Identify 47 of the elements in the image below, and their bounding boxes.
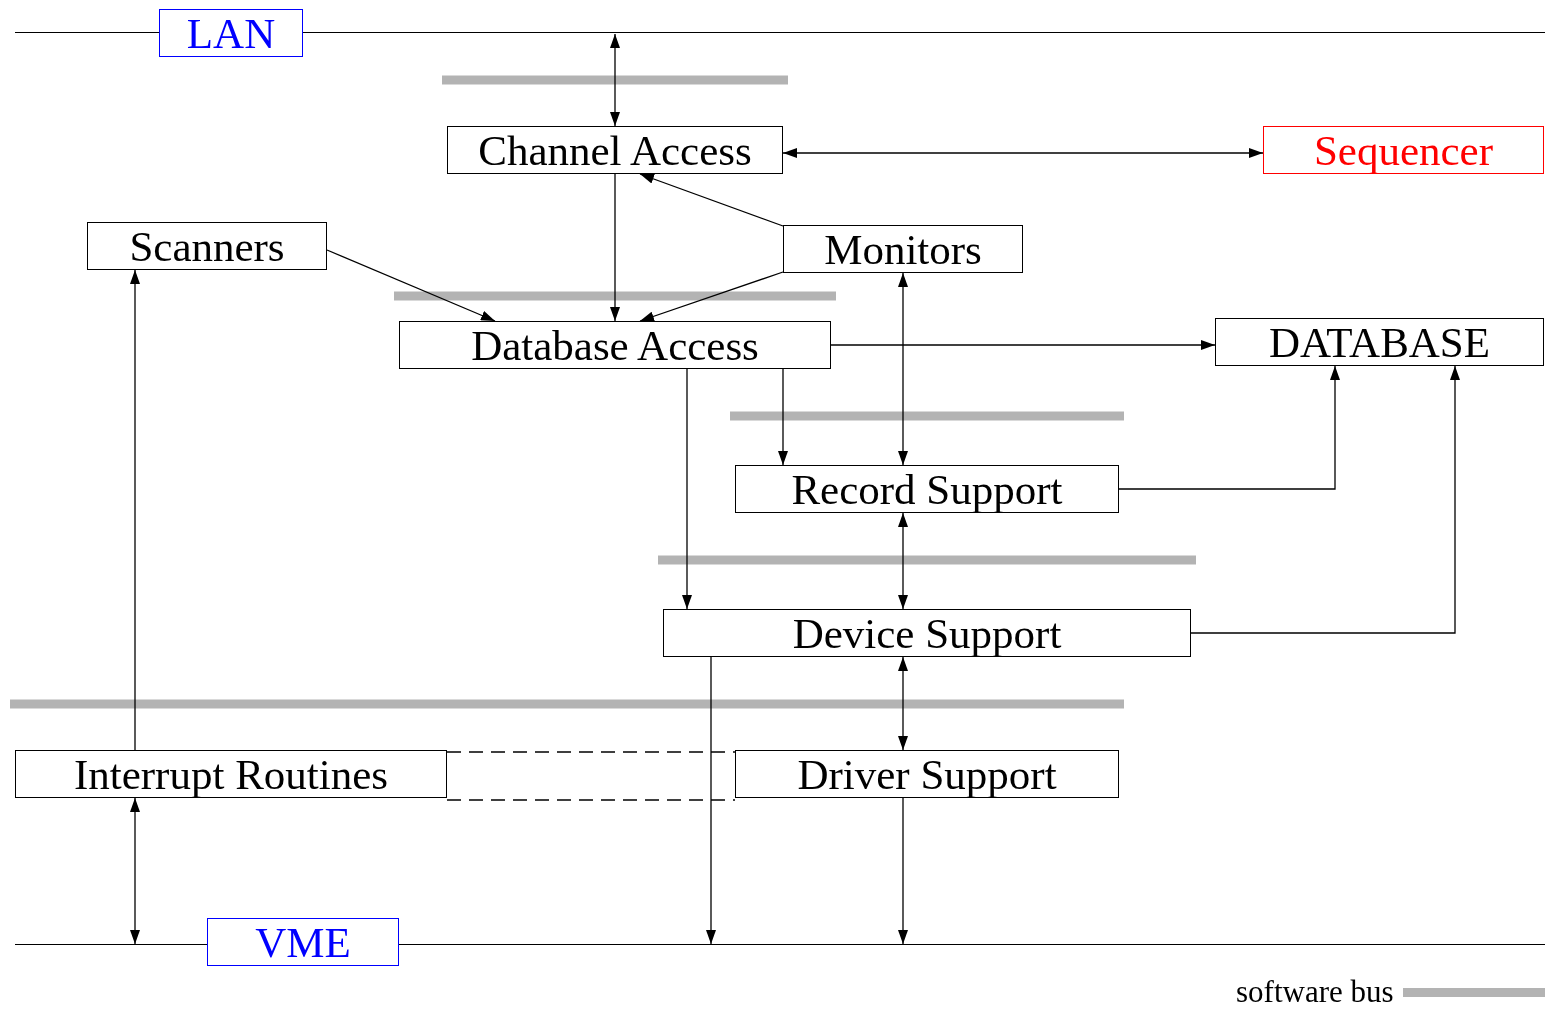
module-label: Database Access bbox=[471, 323, 759, 367]
module-label: Monitors bbox=[824, 227, 982, 271]
arrow bbox=[1190, 365, 1460, 634]
module-box bbox=[663, 609, 1191, 657]
module-box bbox=[87, 222, 327, 270]
module-label: Channel Access bbox=[478, 128, 752, 172]
module-label: Scanners bbox=[129, 224, 285, 268]
arrow bbox=[898, 797, 908, 945]
module-box bbox=[447, 126, 783, 174]
arrow bbox=[898, 512, 908, 610]
module-label: Record Support bbox=[791, 467, 1063, 511]
module-label: Driver Support bbox=[797, 752, 1057, 796]
module-label: DATABASE bbox=[1268, 320, 1491, 364]
module-box bbox=[1263, 126, 1544, 174]
arrow bbox=[130, 797, 140, 945]
legend-label: software bus bbox=[1236, 976, 1394, 1007]
module-label: Sequencer bbox=[1313, 128, 1494, 172]
arrow bbox=[706, 656, 716, 945]
module-box bbox=[735, 750, 1119, 798]
arrow bbox=[130, 269, 140, 751]
arrow bbox=[1118, 365, 1340, 490]
bus-line bbox=[15, 944, 1545, 945]
arrow bbox=[898, 272, 908, 466]
arrow bbox=[610, 173, 620, 322]
arrow bbox=[326, 249, 496, 322]
module-box bbox=[399, 321, 831, 369]
module-label: Device Support bbox=[792, 611, 1062, 655]
module-box bbox=[735, 465, 1119, 513]
arrow bbox=[782, 148, 1264, 158]
dashed-line bbox=[446, 751, 736, 753]
module-box bbox=[783, 225, 1023, 273]
arrow bbox=[830, 340, 1216, 350]
arrow bbox=[682, 368, 692, 610]
bus-line bbox=[15, 32, 1545, 33]
module-box bbox=[15, 750, 447, 798]
module-label: VME bbox=[255, 920, 351, 964]
arrow bbox=[778, 368, 788, 466]
module-label: Interrupt Routines bbox=[73, 752, 389, 796]
arrow bbox=[898, 656, 908, 751]
arrow bbox=[639, 271, 784, 323]
module-label: LAN bbox=[186, 11, 276, 55]
arrow bbox=[639, 172, 784, 227]
module-box bbox=[1215, 318, 1544, 366]
arrow bbox=[610, 33, 620, 127]
bus-label-box bbox=[159, 9, 303, 57]
dashed-line bbox=[446, 799, 736, 801]
bus-label-box bbox=[207, 918, 399, 966]
